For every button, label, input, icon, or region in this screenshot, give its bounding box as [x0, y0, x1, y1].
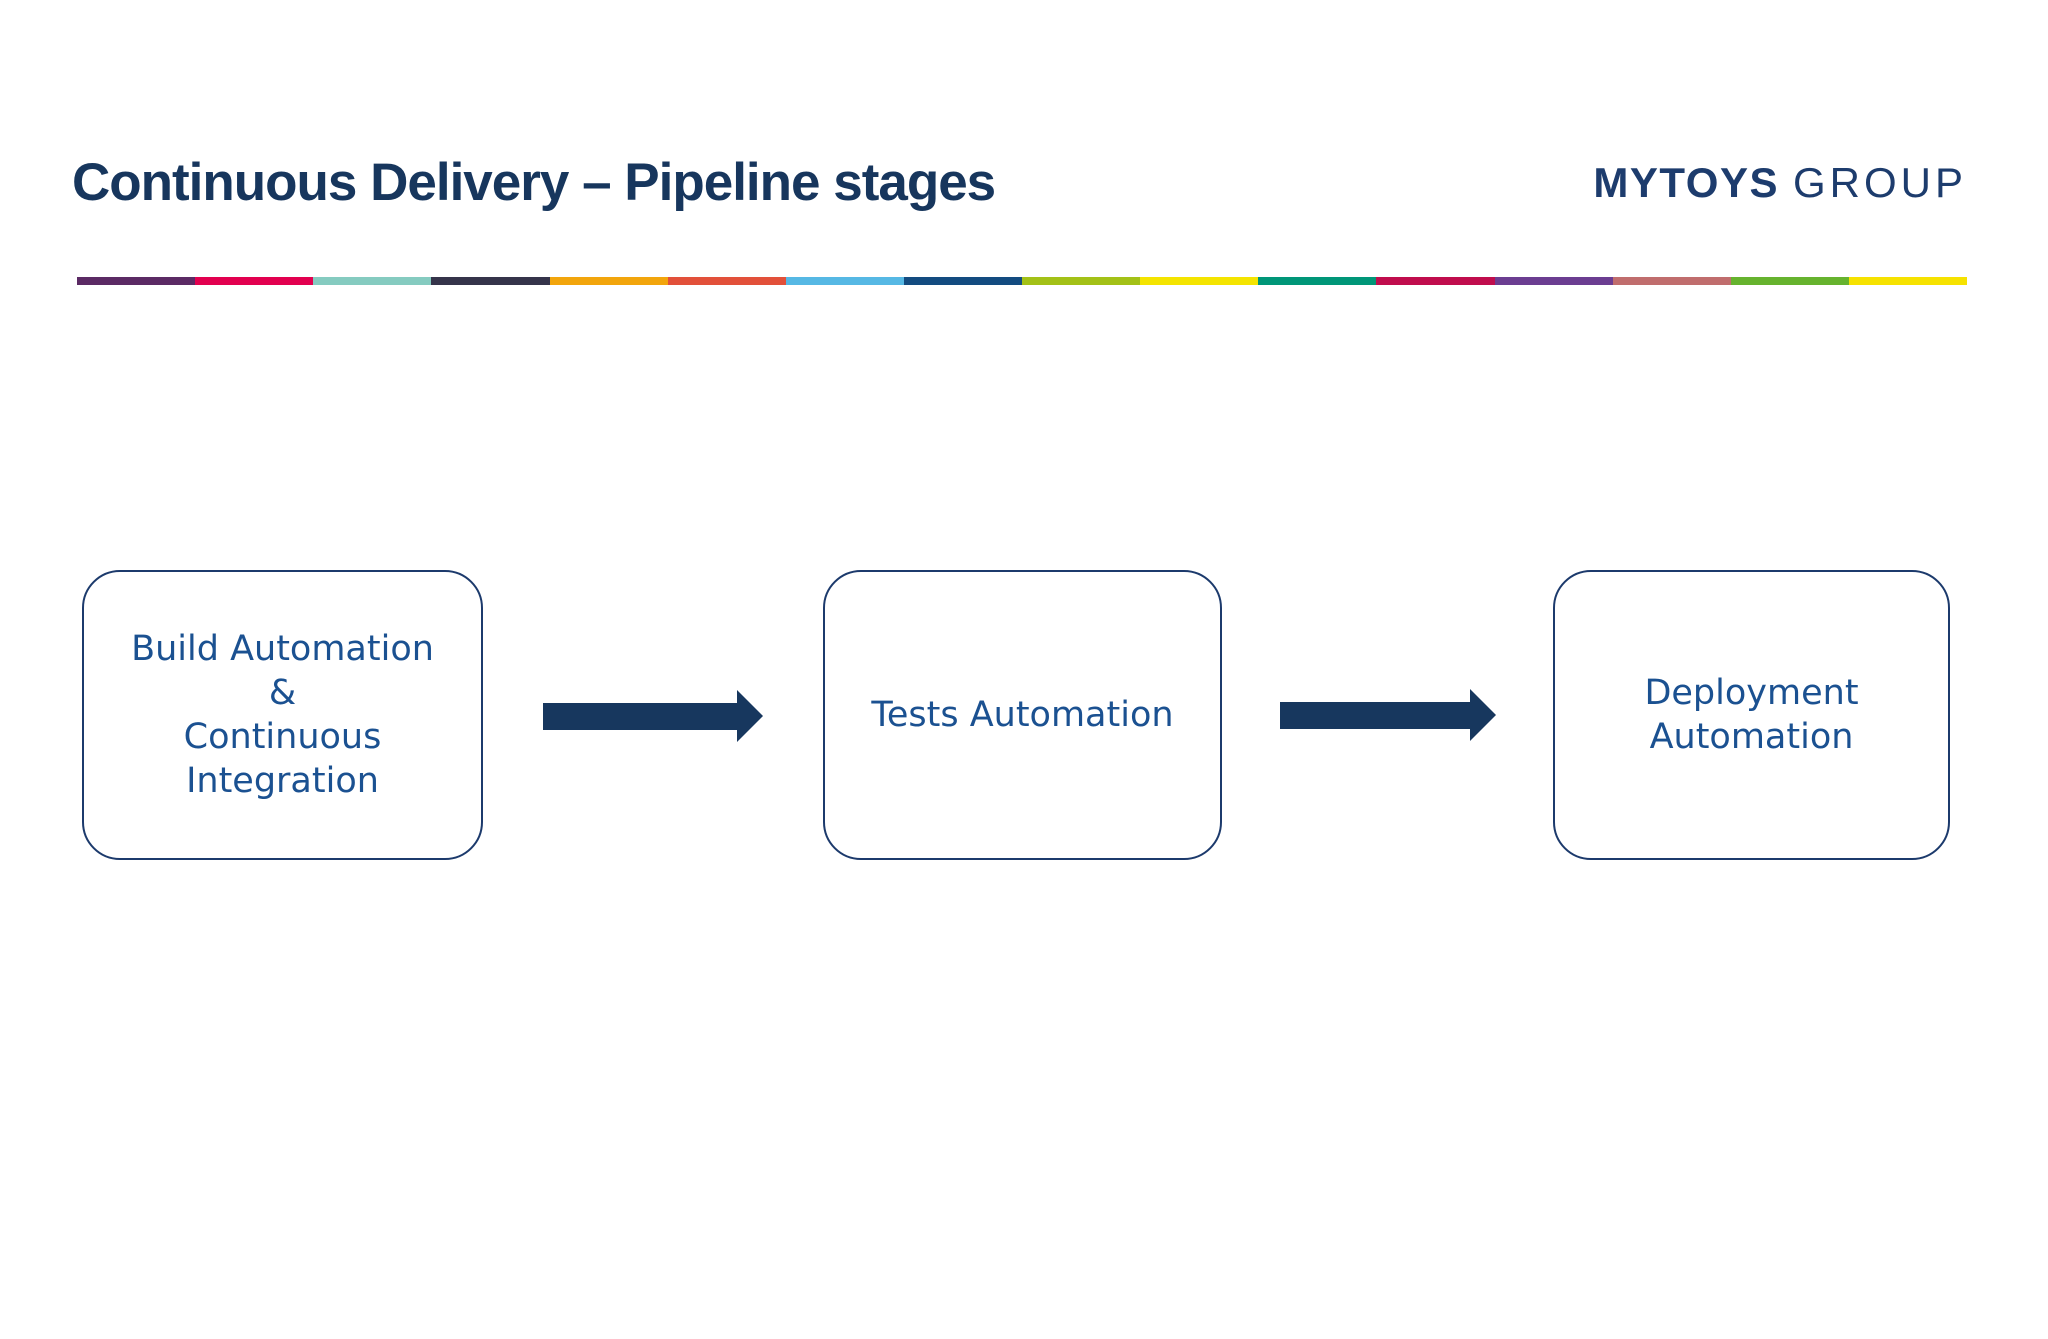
stage-line: Automation [1649, 717, 1854, 757]
stage-box-build-automation: Build Automation & Continuous Integratio… [82, 570, 483, 860]
arrow-shaft [1280, 702, 1472, 729]
flow-arrow-1 [543, 690, 763, 743]
stage-line: Deployment [1644, 673, 1859, 713]
arrow-head-icon [1470, 689, 1496, 741]
divider-segment [1612, 277, 1731, 285]
brand-logo-group: GROUP [1792, 159, 1967, 206]
divider-segment [77, 277, 196, 285]
stage-box-deployment-automation: Deployment Automation [1553, 570, 1950, 860]
stage-line: Continuous [183, 717, 382, 757]
divider-segment [1140, 277, 1259, 285]
arrow-shaft [543, 703, 739, 730]
divider-segment [1376, 277, 1495, 285]
stage-line: & [268, 673, 297, 713]
stage-line: Tests Automation [871, 695, 1174, 735]
brand-logo-mytoys: MYTOYS [1593, 159, 1779, 206]
stage-box-label: Tests Automation [871, 693, 1173, 737]
stage-line: Build Automation [131, 629, 434, 669]
stage-box-label: Deployment Automation [1644, 671, 1858, 759]
divider-bar [77, 277, 1967, 285]
divider-segment [1848, 277, 1967, 285]
divider-segment [1494, 277, 1613, 285]
flow-arrow-2 [1280, 689, 1499, 742]
divider-segment [313, 277, 432, 285]
divider-segment [431, 277, 550, 285]
divider-segment [1258, 277, 1377, 285]
stage-box-label: Build Automation & Continuous Integratio… [131, 627, 434, 803]
page-title: Continuous Delivery – Pipeline stages [72, 153, 996, 212]
divider-segment [195, 277, 314, 285]
divider-segment [785, 277, 904, 285]
arrow-head-icon [737, 690, 763, 742]
divider-segment [903, 277, 1022, 285]
divider-segment [549, 277, 668, 285]
stage-box-tests-automation: Tests Automation [823, 570, 1222, 860]
stage-line: Integration [186, 761, 379, 801]
divider-segment [1022, 277, 1141, 285]
divider-segment [667, 277, 786, 285]
divider-segment [1730, 277, 1849, 285]
brand-logo: MYTOYS GROUP [1593, 162, 1967, 204]
